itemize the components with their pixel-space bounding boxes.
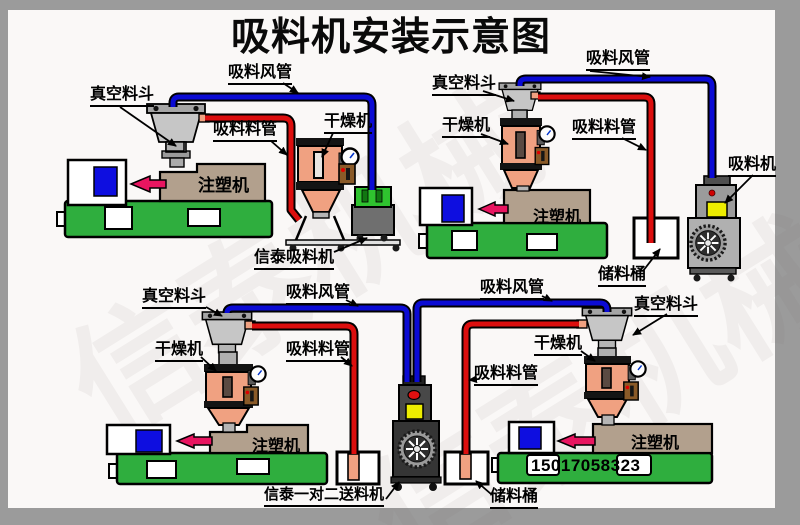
label-storage-barrel-2: 储料桶: [598, 266, 647, 287]
control-box: [243, 386, 259, 406]
label-feeder-machine: 信泰一对二送料机: [264, 486, 385, 507]
gauge-icon: [627, 360, 647, 381]
label-air-pipe-1: 吸料风管: [228, 64, 293, 85]
control-box: [338, 163, 356, 185]
blower-fan-icon: [397, 429, 437, 469]
highlight-panel: [706, 201, 728, 218]
label-suction-machine: 吸料机: [728, 156, 777, 177]
phone-number: 15017058323: [531, 456, 641, 475]
injection-machine-4: [491, 420, 714, 485]
material-pipe-3: [252, 323, 357, 454]
nozzle-arrow: [556, 432, 596, 450]
label-dryer-2: 干燥机: [442, 117, 491, 138]
dryer-3: [204, 351, 267, 433]
label-suction-feeder-1: 信泰吸料机: [254, 249, 335, 270]
material-pipe-1: [205, 115, 301, 222]
storage-barrel-2: [632, 216, 680, 260]
label-air-pipe-2: 吸料风管: [586, 50, 651, 71]
label-material-pipe-2: 吸料料管: [572, 119, 637, 140]
injection-machine-3: [105, 423, 329, 486]
label-air-pipe-3: 吸料风管: [286, 284, 351, 305]
air-pipe-2: [517, 76, 715, 178]
pipes: [168, 74, 717, 454]
nozzle-arrow: [477, 200, 509, 218]
dryer-4: [584, 347, 647, 426]
leader-arrows: [119, 70, 754, 500]
label-material-pipe-1: 吸料料管: [213, 121, 278, 142]
dryer-2: [500, 109, 556, 192]
material-pipe-2: [538, 94, 654, 243]
material-pipe-4: [463, 321, 579, 454]
label-injection-machine-4: 注塑机: [631, 435, 680, 452]
label-vacuum-hopper-2: 真空料斗: [432, 75, 497, 96]
control-box: [534, 146, 550, 166]
nozzle-arrow: [175, 432, 213, 450]
suction-machine-top-right: [687, 175, 741, 282]
label-vacuum-hopper-1: 真空料斗: [90, 86, 155, 107]
label-vacuum-hopper-4: 真空料斗: [634, 296, 699, 317]
label-injection-machine-1: 注塑机: [198, 176, 249, 195]
feeder-machine: [390, 375, 442, 491]
suction-feeder-1: [351, 186, 395, 242]
label-injection-machine-3: 注塑机: [252, 438, 301, 455]
nozzle-arrow: [129, 174, 167, 194]
dryer-1: [285, 138, 401, 252]
control-box: [623, 381, 639, 401]
injection-machine-1: [56, 150, 274, 239]
label-storage-barrel-bottom: 储料桶: [490, 488, 539, 509]
label-dryer-4: 干燥机: [534, 335, 583, 356]
air-pipe-4: [414, 300, 610, 382]
air-pipe-3: [224, 305, 410, 382]
label-dryer-1: 干燥机: [324, 113, 373, 134]
vacuum-hopper-3: [201, 311, 256, 354]
storage-barrel-right: [443, 450, 490, 486]
injection-machine-2: [418, 186, 609, 260]
air-pipe-1: [170, 94, 375, 190]
label-dryer-3: 干燥机: [155, 341, 204, 362]
label-material-pipe-3: 吸料料管: [286, 341, 351, 362]
label-air-pipe-4: 吸料风管: [480, 279, 545, 300]
vacuum-hopper-4: [576, 307, 633, 350]
storage-barrel-left: [335, 450, 381, 486]
label-material-pipe-4: 吸料料管: [474, 365, 539, 386]
label-vacuum-hopper-3: 真空料斗: [142, 288, 207, 309]
page-title: 吸料机安装示意图: [230, 16, 551, 59]
label-injection-machine-2: 注塑机: [533, 209, 582, 226]
blower-fan-icon: [689, 224, 727, 262]
vacuum-hopper-1: [146, 103, 210, 153]
highlight-panel: [405, 403, 424, 420]
